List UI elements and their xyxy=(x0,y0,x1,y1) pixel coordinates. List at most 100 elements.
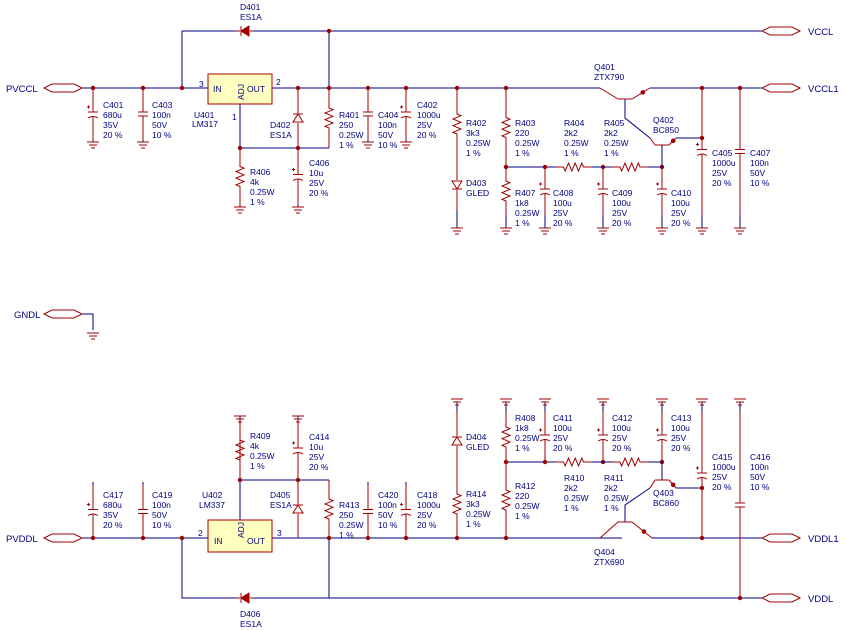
u402-out-label: OUT xyxy=(247,536,265,546)
q402-part: BC850 xyxy=(653,125,679,135)
r402-power: 0.25W xyxy=(466,138,491,148)
c417-voltage: 35V xyxy=(103,510,118,520)
c405-value: 1000u xyxy=(712,158,736,168)
r403-ref: R403 xyxy=(515,118,536,128)
r403-tol: 1 % xyxy=(515,148,530,158)
ground-c416 xyxy=(734,398,746,406)
d406-ref: D406 xyxy=(240,609,261,619)
c416-ref: C416 xyxy=(750,452,771,462)
ground-c409 xyxy=(597,227,609,235)
r412-tol: 1 % xyxy=(515,511,530,521)
c406-voltage: 25V xyxy=(309,178,324,188)
d406-part: ES1A xyxy=(240,619,262,629)
wire xyxy=(624,487,651,522)
c418-value: 1000u xyxy=(417,500,441,510)
junction-dot xyxy=(179,535,185,541)
c403-voltage: 50V xyxy=(152,120,167,130)
c414-value: 10u xyxy=(309,442,323,452)
junction-dot xyxy=(179,85,185,91)
c420-value: 100n xyxy=(378,500,397,510)
c401-capacitor xyxy=(87,88,99,140)
r412-power: 0.25W xyxy=(515,501,540,511)
d402-part: ES1A xyxy=(270,130,292,140)
r409-resistor xyxy=(234,420,246,480)
c413-ref: C413 xyxy=(671,413,692,423)
q401-ref: Q401 xyxy=(594,62,615,72)
c411-voltage: 25V xyxy=(553,433,568,443)
r411-resistor xyxy=(612,456,648,468)
r402-value: 3k3 xyxy=(466,128,480,138)
port-gndl-label: GNDL xyxy=(14,310,40,321)
r407-ref: R407 xyxy=(515,188,536,198)
c406-capacitor xyxy=(292,148,304,205)
c408-voltage: 25V xyxy=(553,208,568,218)
c408-value: 100u xyxy=(553,198,572,208)
r408-resistor xyxy=(500,412,512,462)
ground-r409 xyxy=(234,415,246,423)
c417-capacitor xyxy=(87,485,99,538)
r413-ref: R413 xyxy=(339,500,360,510)
ground-c408 xyxy=(539,227,551,235)
c417-ref: C417 xyxy=(103,490,124,500)
r406-tol: 1 % xyxy=(250,197,265,207)
r401-ref: R401 xyxy=(339,110,360,120)
ground-c413 xyxy=(656,398,668,406)
c408-tol: 20 % xyxy=(553,218,573,228)
wire xyxy=(181,30,236,88)
c414-capacitor xyxy=(292,420,304,480)
r413-tol: 1 % xyxy=(339,530,354,540)
c410-capacitor xyxy=(656,167,668,215)
c402-capacitor xyxy=(400,88,412,140)
c412-capacitor xyxy=(597,412,609,462)
c404-tol: 10 % xyxy=(378,140,398,150)
r406-power: 0.25W xyxy=(250,187,275,197)
d403-part: GLED xyxy=(466,188,489,198)
c407-value: 100n xyxy=(750,158,769,168)
c407-voltage: 50V xyxy=(750,168,765,178)
ground-c406 xyxy=(292,206,304,214)
r414-tol: 1 % xyxy=(466,519,481,529)
c410-value: 100u xyxy=(671,198,690,208)
r403-value: 220 xyxy=(515,128,529,138)
ground-r406 xyxy=(234,206,246,214)
q404-transistor xyxy=(599,521,653,539)
u401-out-label: OUT xyxy=(247,84,265,94)
c415-voltage: 25V xyxy=(712,472,727,482)
r412-resistor xyxy=(500,462,512,538)
u401-lm317 xyxy=(207,73,273,105)
c401-value: 680u xyxy=(103,110,122,120)
port-gndl xyxy=(42,309,84,319)
c412-ref: C412 xyxy=(612,413,633,423)
port-pvddl xyxy=(42,533,84,543)
port-vddl1 xyxy=(760,533,802,543)
wire xyxy=(181,538,236,599)
r407-resistor xyxy=(500,167,512,215)
c415-ref: C415 xyxy=(712,452,733,462)
u402-ref: U402 xyxy=(202,490,223,500)
c411-tol: 20 % xyxy=(553,443,573,453)
c409-value: 100u xyxy=(612,198,631,208)
r405-power: 0.25W xyxy=(604,138,629,148)
c402-tol: 20 % xyxy=(417,130,437,140)
r413-value: 250 xyxy=(339,510,353,520)
u402-pin-out: 3 xyxy=(277,528,282,538)
ground-c411 xyxy=(539,398,551,406)
c404-value: 100n xyxy=(378,120,397,130)
c412-voltage: 25V xyxy=(612,433,627,443)
q403-transistor xyxy=(649,479,677,489)
c402-voltage: 25V xyxy=(417,120,432,130)
junction-dot xyxy=(326,28,332,34)
c405-capacitor xyxy=(696,88,708,215)
c416-capacitor xyxy=(735,412,745,598)
c406-tol: 20 % xyxy=(309,188,329,198)
q404-ref: Q404 xyxy=(594,547,615,557)
c414-voltage: 25V xyxy=(309,452,324,462)
c409-ref: C409 xyxy=(612,188,633,198)
d404-ref: D404 xyxy=(466,432,487,442)
c403-capacitor xyxy=(138,88,148,140)
c412-tol: 20 % xyxy=(612,443,632,453)
c405-tol: 20 % xyxy=(712,178,732,188)
d401-part: ES1A xyxy=(240,12,262,22)
r405-ref: R405 xyxy=(604,118,625,128)
c415-tol: 20 % xyxy=(712,482,732,492)
